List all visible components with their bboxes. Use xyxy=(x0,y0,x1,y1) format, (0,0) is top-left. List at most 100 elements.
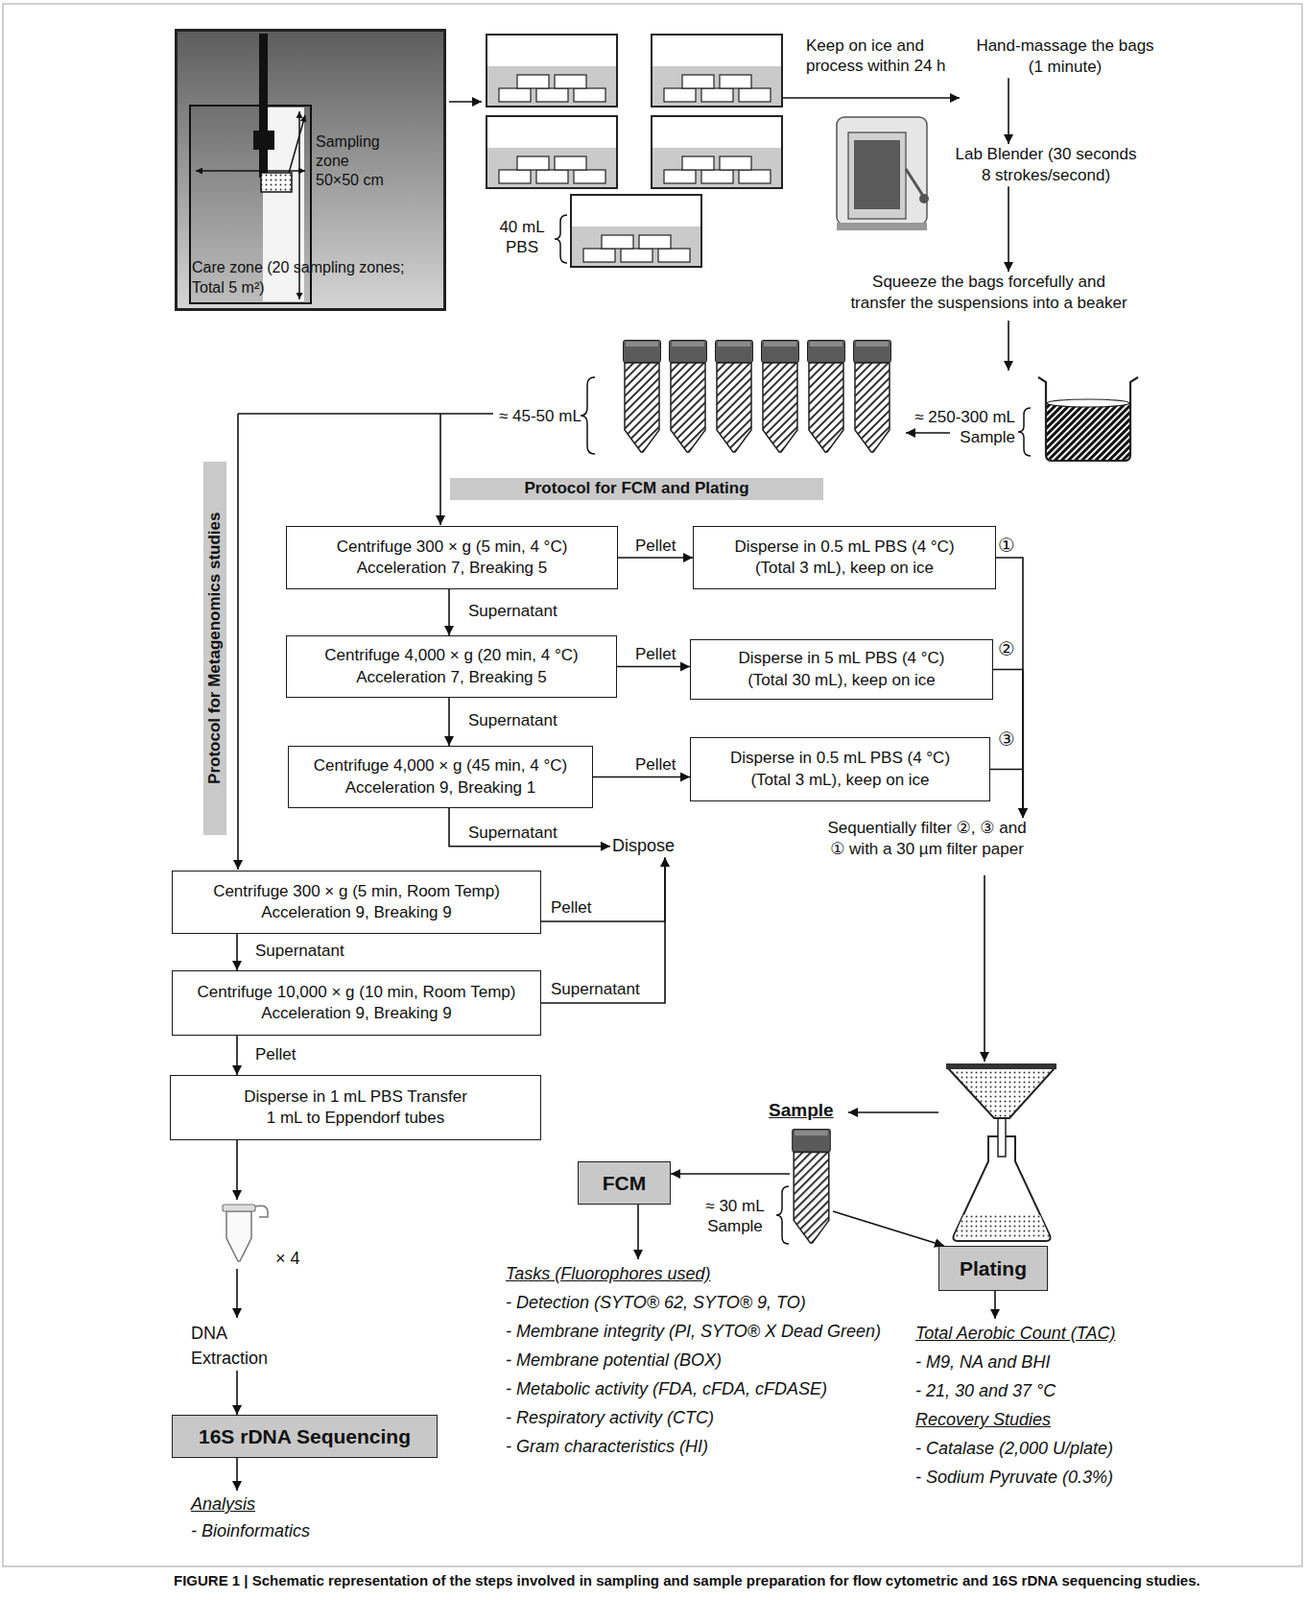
node-text: - Catalase (2,000 U/plate) xyxy=(915,1433,1146,1463)
eppendorf-hinge xyxy=(255,1205,268,1217)
flow-arrow xyxy=(905,431,950,434)
liquid-surface xyxy=(1046,399,1130,407)
edge-label: Supernatant xyxy=(466,711,560,731)
blender-window xyxy=(854,140,901,210)
process-box: Disperse in 0.5 mL PBS (4 °C) (Total 3 m… xyxy=(689,736,991,802)
process-box: Disperse in 1 mL PBS Transfer 1 mL to Ep… xyxy=(169,1074,542,1140)
step-text: Sequentially filter ②, ③ and ① with a 30… xyxy=(811,817,1043,860)
sample-tube: Sample xyxy=(789,1128,833,1245)
node-text: 16S rDNA Sequencing xyxy=(198,1423,411,1448)
node-text: Total Aerobic Count (TAC) xyxy=(915,1318,1146,1348)
pbs-tub xyxy=(486,116,617,189)
method-box: FCM xyxy=(577,1161,671,1205)
step-text: DNA Extraction xyxy=(190,1320,287,1371)
edge-label: Supernatant xyxy=(466,602,560,621)
protocol-band: Protocol for Metagenomics studies xyxy=(203,461,227,835)
node-text: Centrifuge 300 × g (5 min, 4 °C) Acceler… xyxy=(308,536,596,579)
edge-label: Supernatant xyxy=(466,824,560,843)
callout-number: ① xyxy=(997,535,1016,555)
pbs-tub xyxy=(570,194,702,267)
callout-number: ③ xyxy=(997,729,1016,749)
flow-arrow xyxy=(983,875,986,1062)
step-text: Squeeze the bags forcefully and transfer… xyxy=(842,271,1136,314)
node-text: Hand-massage the bags (1 minute) xyxy=(969,35,1162,78)
sample-tube-drawing xyxy=(792,1129,831,1243)
centrifuge-tube xyxy=(761,340,800,453)
connector xyxy=(541,856,665,922)
connector xyxy=(616,665,690,668)
figure-caption: FIGURE 1 | Schematic representation of t… xyxy=(173,1571,1201,1590)
flow-line xyxy=(237,412,494,415)
method-box: 16S rDNA Sequencing xyxy=(171,1414,438,1458)
volume-label: 40 mL PBS xyxy=(491,216,553,259)
brace xyxy=(554,214,568,263)
node-text: - Detection (SYTO® 62, SYTO® 9, TO) xyxy=(505,1287,909,1317)
connector xyxy=(449,807,611,847)
volume-label: ≈ 45-50 mL xyxy=(498,405,582,427)
centrifuge-tube xyxy=(807,340,846,453)
connector xyxy=(541,856,665,1003)
method-box: Plating xyxy=(938,1245,1048,1291)
pbs-tub xyxy=(651,34,783,107)
blender-knob xyxy=(919,193,929,204)
connector xyxy=(994,1290,997,1319)
node-text: - Metabolic activity (FDA, cFDA, cFDASE) xyxy=(505,1374,909,1403)
blender-door xyxy=(848,132,906,219)
callout-number: ② xyxy=(997,639,1016,659)
connector xyxy=(236,1457,238,1491)
connector xyxy=(448,589,451,636)
node-text: Sample xyxy=(768,1099,812,1121)
node-text: Disperse in 5 mL PBS (4 °C) (Total 30 mL… xyxy=(721,647,962,690)
node-text: - Bioinformatics xyxy=(190,1517,383,1544)
edge-label: Pellet xyxy=(633,645,679,665)
centrifuge-tube xyxy=(854,340,892,453)
centrifuge-tube xyxy=(623,340,662,453)
zone-label: Sampling zone 50×50 cm xyxy=(315,132,389,190)
connector xyxy=(236,1035,238,1075)
node-text: - Membrane integrity (PI, SYTO® X Dead G… xyxy=(505,1316,909,1346)
node-text: Sequentially filter ②, ③ and ① with a 30… xyxy=(819,817,1036,860)
pbs-tub xyxy=(651,116,783,189)
node-text: Centrifuge 300 × g (5 min, Room Temp) Ac… xyxy=(190,880,522,924)
node-text: Disperse in 0.5 mL PBS (4 °C) (Total 3 m… xyxy=(724,536,965,579)
node-text: Protocol for Metagenomics studies xyxy=(205,512,225,784)
flow-arrow xyxy=(848,1111,939,1114)
blender-base xyxy=(836,222,927,231)
volume-label: ≈ 250-300 mL Sample xyxy=(907,406,1016,449)
flow-arrow xyxy=(1007,320,1010,371)
connector xyxy=(1007,186,1010,272)
node-text: Squeeze the bags forcefully and transfer… xyxy=(842,271,1136,314)
sampler-grip xyxy=(253,130,275,150)
node-text: Plating xyxy=(959,1256,1027,1281)
node-text: FCM xyxy=(602,1170,647,1195)
flow-arrow xyxy=(783,96,960,99)
process-box: Centrifuge 4,000 × g (20 min, 4 °C) Acce… xyxy=(285,635,617,698)
sampler-pad xyxy=(261,172,292,192)
node-text: - Membrane potential (BOX) xyxy=(505,1345,909,1375)
node-text: Analysis xyxy=(190,1490,383,1518)
beaker-outline xyxy=(1038,377,1139,461)
brace xyxy=(1018,407,1031,456)
node-text: DNA Extraction xyxy=(190,1320,287,1371)
node-text: - 21, 30 and 37 °C xyxy=(915,1376,1146,1405)
edge-label: Pellet xyxy=(633,537,679,556)
flow-arrow xyxy=(236,1268,238,1318)
connector xyxy=(236,933,238,971)
flow-arrow xyxy=(236,1139,238,1200)
care-zone-panel: Care zone (20 sampling zones; Total 5 m²… xyxy=(174,28,447,311)
dimension-arrow xyxy=(287,115,306,177)
sampler-pole xyxy=(259,33,268,178)
blender-lever xyxy=(905,168,924,196)
connector xyxy=(617,556,693,559)
connector xyxy=(832,1210,945,1246)
node-text: Disperse in 0.5 mL PBS (4 °C) (Total 3 m… xyxy=(720,747,961,790)
connector xyxy=(996,557,1023,818)
step-text: Hand-massage the bags (1 minute) xyxy=(969,35,1162,78)
node-text: Disperse in 1 mL PBS Transfer 1 mL to Ep… xyxy=(240,1086,472,1129)
flow-arrow xyxy=(237,413,239,870)
connector xyxy=(993,669,1023,819)
node-text: - Gram characteristics (HI) xyxy=(505,1431,909,1461)
brace xyxy=(776,1186,789,1244)
connector xyxy=(1007,77,1010,144)
